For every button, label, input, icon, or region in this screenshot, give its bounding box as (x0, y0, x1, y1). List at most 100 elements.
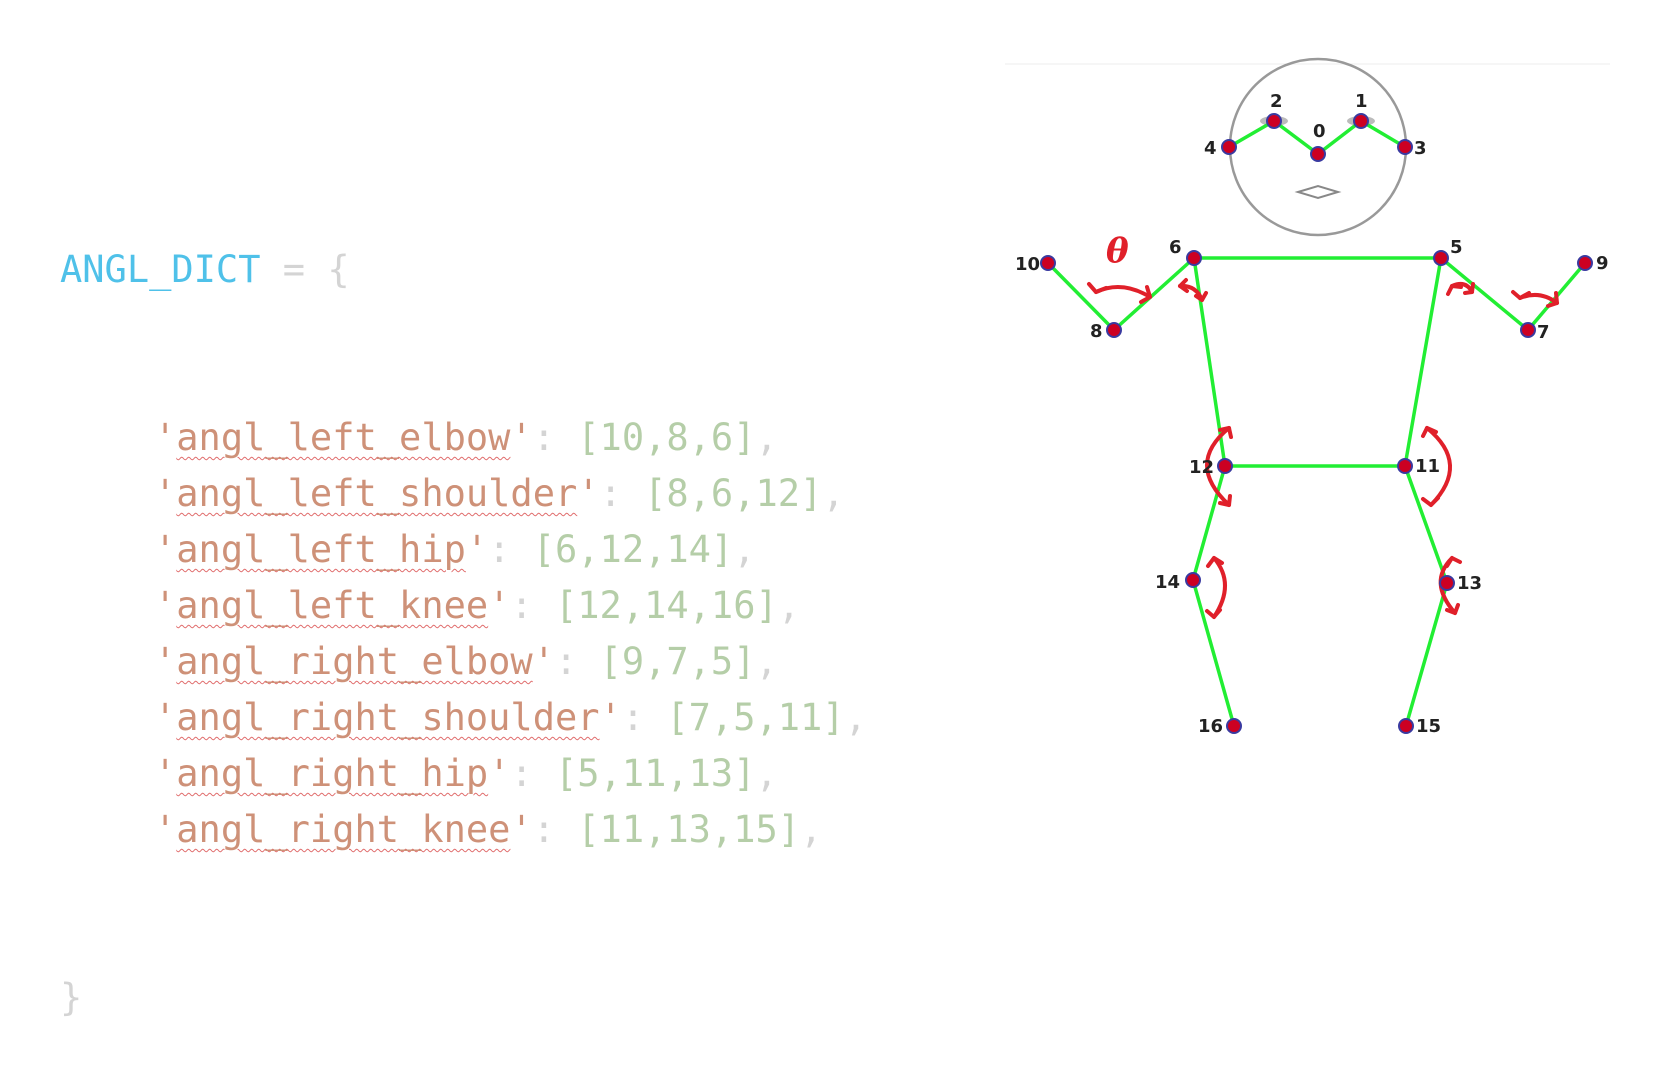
skeleton-joints (1040, 113, 1593, 734)
dict-value: [6,12,14] (532, 528, 734, 571)
dict-entry-line: 'angl_left_hip': [6,12,14], (60, 522, 867, 578)
quote: ' (510, 416, 533, 459)
quote: ' (532, 640, 555, 683)
quote: ' (154, 416, 177, 459)
bone-line (1046, 261, 1116, 332)
arrow-head (1218, 494, 1232, 507)
comma: , (844, 696, 867, 739)
keypoint-13 (1439, 575, 1455, 591)
bone-line (1191, 464, 1227, 582)
keypoint-11 (1397, 458, 1413, 474)
keypoint-0 (1310, 146, 1326, 162)
dict-value: [11,13,15] (577, 808, 801, 851)
dict-value: [7,5,11] (666, 696, 845, 739)
dict-header-line: ANGL_DICT = { (60, 242, 867, 298)
skeleton-bones (1046, 119, 1587, 728)
quote: ' (577, 472, 600, 515)
bone-line (1359, 119, 1407, 149)
assign-operator: = (260, 248, 328, 291)
comma: , (800, 808, 823, 851)
dict-entry-line: 'angl_right_shoulder': [7,5,11], (60, 690, 867, 746)
keypoint-10 (1040, 255, 1056, 271)
bone-line (1112, 256, 1196, 332)
arrow-head (1445, 556, 1462, 568)
arrow-head (1421, 496, 1440, 507)
colon: : (621, 696, 667, 739)
bone-line (1227, 119, 1276, 149)
keypoint-label-8: 8 (1090, 321, 1103, 342)
keypoint-3 (1397, 139, 1413, 155)
arrow-head (1511, 290, 1531, 300)
bone-line (1403, 256, 1443, 468)
comma: , (777, 584, 801, 627)
dict-key: angl_left_knee (176, 584, 489, 627)
comma: , (755, 416, 778, 459)
arrow-head (1206, 556, 1224, 568)
mouth (1294, 184, 1342, 200)
arrow-head (1445, 603, 1460, 615)
comma: , (755, 640, 778, 683)
keypoint-label-15: 15 (1416, 716, 1441, 737)
comma: , (733, 528, 756, 571)
colon: : (599, 472, 645, 515)
bone-line (1439, 256, 1530, 332)
arrow-head (1194, 291, 1208, 302)
colon: : (532, 416, 578, 459)
bone-line (1404, 581, 1449, 728)
quote: ' (154, 640, 177, 683)
keypoint-label-12: 12 (1189, 457, 1214, 478)
arrow-head (1218, 426, 1233, 439)
quote: ' (488, 584, 511, 627)
arrow-head (1139, 285, 1152, 304)
keypoint-label-7: 7 (1537, 322, 1550, 343)
quote: ' (154, 808, 177, 851)
keypoint-7 (1520, 322, 1536, 338)
quote: ' (154, 696, 177, 739)
quote: ' (154, 472, 177, 515)
keypoint-label-6: 6 (1169, 237, 1182, 258)
keypoint-label-2: 2 (1270, 91, 1283, 112)
keypoint-label-14: 14 (1155, 572, 1180, 593)
arrow-head (1421, 426, 1438, 438)
colon: : (510, 584, 555, 627)
dict-key: angl_right_elbow (176, 640, 533, 683)
keypoint-5 (1433, 250, 1449, 266)
keypoint-label-4: 4 (1204, 138, 1217, 159)
keypoint-label-9: 9 (1596, 253, 1609, 274)
arrow-head (1546, 291, 1559, 308)
quote: ' (510, 808, 533, 851)
keypoint-16 (1226, 718, 1242, 734)
dict-key: angl_left_elbow (176, 416, 511, 459)
quote: ' (154, 528, 177, 571)
dict-entry-line: 'angl_left_knee': [12,14,16], (60, 578, 867, 634)
keypoint-label-5: 5 (1450, 237, 1463, 258)
bone-line (1272, 119, 1320, 156)
keypoint-2 (1266, 113, 1282, 129)
dict-value: [10,8,6] (577, 416, 756, 459)
quote: ' (154, 584, 177, 627)
colon: : (554, 640, 600, 683)
arrow-head (1446, 284, 1463, 296)
comma: , (822, 472, 845, 515)
keypoint-label-11: 11 (1415, 456, 1440, 477)
keypoint-4 (1221, 139, 1237, 155)
keypoint-label-16: 16 (1198, 716, 1223, 737)
quote: ' (599, 696, 622, 739)
keypoint-15 (1398, 718, 1414, 734)
dict-entry-line: 'angl_left_shoulder': [8,6,12], (60, 466, 867, 522)
dict-value: [9,7,5] (599, 640, 756, 683)
bone-line (1316, 119, 1363, 156)
colon: : (488, 528, 533, 571)
angle-arrow (1205, 426, 1231, 507)
dict-value: [12,14,16] (555, 584, 778, 627)
bone-line (1191, 578, 1236, 728)
keypoint-6 (1186, 250, 1202, 266)
dict-key: angl_right_shoulder (176, 696, 600, 739)
dict-variable-name: ANGL_DICT (60, 248, 261, 291)
dict-key: angl_left_shoulder (176, 472, 578, 515)
theta-label: θ (1106, 231, 1129, 271)
keypoint-label-13: 13 (1457, 573, 1482, 594)
dict-footer-line: } (60, 970, 867, 1026)
